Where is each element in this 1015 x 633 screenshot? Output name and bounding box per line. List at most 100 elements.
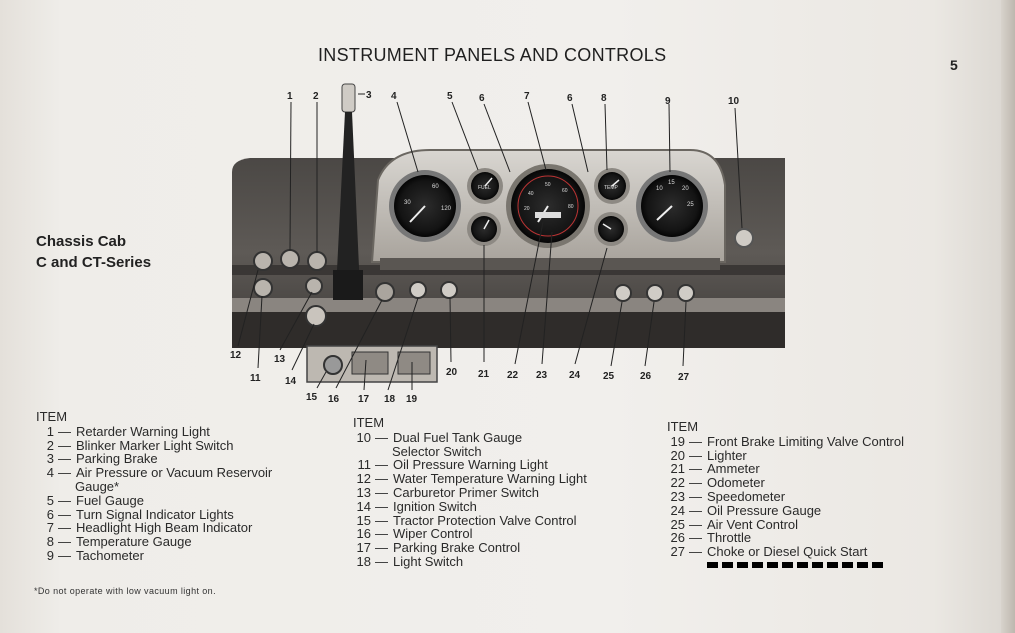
legend-item-dash: — [375,498,388,514]
legend-item: 9 —Tachometer [36,549,272,563]
legend-item-number: 22 [670,475,685,491]
legend-item-dash: — [58,547,71,563]
callout-27: 27 [678,372,690,383]
legend-item-text: Turn Signal Indicator Lights [76,506,234,522]
legend-item-number: 25 [670,516,685,532]
legend-item-dash: — [58,506,71,522]
legend-item-dash: — [689,475,702,491]
callout-1: 1 [287,91,293,102]
legend-item-dash: — [689,530,702,546]
legend-item-number: 17 [356,540,371,556]
legend-item-dash: — [375,484,388,500]
legend-item-text: Blinker Marker Light Switch [76,437,234,453]
callout-12: 12 [230,350,242,361]
legend-item-dash: — [375,553,388,569]
legend-item-dash: — [375,540,388,556]
legend-item-dash: — [58,465,71,481]
legend-item-dash: — [689,447,702,463]
callout-6b: 6 [567,93,573,104]
legend-item-dash: — [375,429,388,445]
legend-item-text: Ammeter [707,461,760,477]
ammeter-gauge [467,212,501,246]
callout-8: 8 [601,93,607,104]
svg-text:60: 60 [562,188,568,194]
legend-item-text: Lighter [707,447,747,463]
legend-item-text: Air Pressure or Vacuum Reservoir [76,465,273,481]
callout-24: 24 [569,370,581,381]
legend-item-text: Dual Fuel Tank Gauge [393,429,523,445]
legend-item-text: Tractor Protection Valve Control [393,512,577,528]
svg-text:FUEL: FUEL [478,185,491,191]
svg-text:10: 10 [656,186,663,192]
callout-leader-lines [237,93,743,391]
legend-item-dash: — [58,492,71,508]
callout-13: 13 [274,354,286,365]
fuel-gauge: FUEL [467,168,503,204]
legend-item: 27 —Choke or Diesel Quick Start [667,545,904,559]
svg-text:60: 60 [432,184,439,190]
legend-item-number: 5 [46,492,54,508]
callout-14: 14 [285,376,297,387]
callout-18: 18 [384,394,396,405]
legend-item-number: 14 [356,498,371,514]
legend-item-number: 9 [46,547,54,563]
legend-item: 22 —Odometer [667,476,904,490]
svg-text:20: 20 [682,186,689,192]
legend-item-number: 18 [356,553,371,569]
legend-item-continuation: Gauge* [75,478,120,494]
legend-header: ITEM [353,415,385,430]
svg-text:120: 120 [441,206,452,212]
legend-item-dash: — [58,423,71,439]
legend-item: 16 —Wiper Control [353,527,587,541]
callout-11: 11 [250,373,261,384]
left-switch-cluster [253,249,327,327]
legend-item: 6 —Turn Signal Indicator Lights [36,506,272,522]
oil-pressure-gauge [594,212,628,246]
legend-item-text: Carburetor Primer Switch [393,484,539,500]
legend-item: 23 —Speedometer [667,490,904,504]
legend-item-dash: — [689,502,702,518]
legend-item: 4 — Air Pressure or Vacuum Reservoir [36,465,273,481]
legend-item-text: Parking Brake [76,451,158,467]
callout-4: 4 [391,91,397,102]
legend-item: 11 —Oil Pressure Warning Light [353,458,587,472]
legend-item: 10 —Dual Fuel Tank Gauge [353,429,587,445]
callout-25: 25 [603,371,615,382]
legend-item-number: 7 [46,520,54,536]
legend-item-dash: — [375,457,388,473]
footnote: *Do not operate with low vacuum light on… [34,586,216,596]
legend-header: ITEM [667,419,699,434]
callout-20: 20 [446,367,458,378]
legend-column-3: ITEM 19 — Front Brake Limiting Valve Cont… [667,420,904,559]
air-pressure-gauge: 60 120 30 [389,170,461,242]
callout-10: 10 [728,96,740,107]
legend-item-dash: — [375,512,388,528]
model-line-1: Chassis Cab [36,233,127,250]
model-label: Chassis Cab C and CT-Series [36,231,151,273]
legend-item-number: 4 [46,465,54,481]
svg-text:15: 15 [668,180,675,186]
legend-item-number: 8 [46,534,54,550]
legend-item-dash: — [375,471,388,487]
legend-item-number: 27 [670,544,685,560]
legend-item-number: 24 [670,502,685,518]
legend-item: 13 —Carburetor Primer Switch [353,486,587,500]
legend-item-text: Oil Pressure Warning Light [393,457,548,473]
legend-item-text: Front Brake Limiting Valve Control [707,433,905,449]
callout-7: 7 [524,91,530,102]
legend-item-text: Parking Brake Control [393,540,521,556]
legend-item: 2 —Blinker Marker Light Switch [36,437,272,453]
legend-item-text: Speedometer [707,488,786,504]
legend-item-text: Temperature Gauge [76,534,192,550]
legend-item-text: Oil Pressure Gauge [707,502,822,518]
legend-item-text: Fuel Gauge [76,492,144,508]
model-line-2: C and CT-Series [36,254,152,271]
callout-3: 3 [366,90,372,101]
legend-item: 8 —Temperature Gauge [36,535,272,549]
under-dash-control-box [306,345,438,383]
legend-item: 25 —Air Vent Control [667,516,904,532]
legend-item: 1 —Retarder Warning Light [36,423,272,439]
legend-item-number: 19 [670,433,685,449]
